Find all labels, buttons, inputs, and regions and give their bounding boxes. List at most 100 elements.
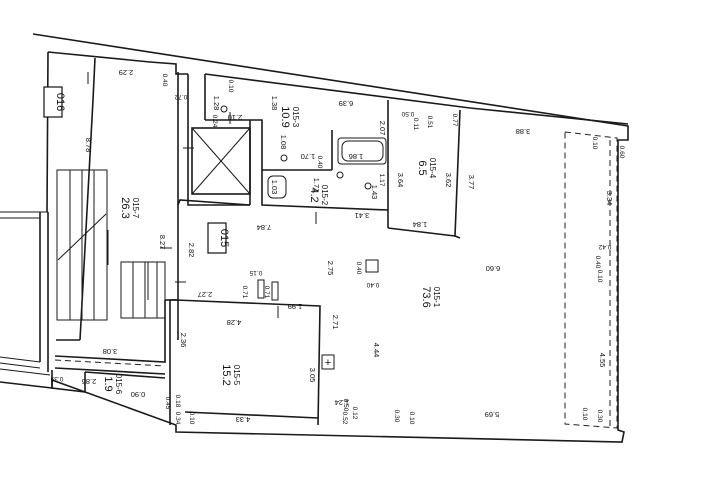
room-label-015-6: 015-6 1.9 bbox=[102, 374, 123, 395]
offset-mark: 0.34 bbox=[174, 412, 181, 425]
dimension-label: 1.99 bbox=[288, 302, 303, 311]
dimension-label: 2.86 bbox=[82, 377, 97, 386]
room-area: 4.2 bbox=[308, 187, 320, 202]
offset-mark: 0.10 bbox=[581, 408, 588, 421]
dimension-label: 1.08 bbox=[279, 135, 288, 150]
room-id: 015-5 bbox=[232, 365, 241, 386]
offset-mark: 0.10 bbox=[408, 412, 415, 425]
dimension-label: 3.88 bbox=[516, 127, 531, 136]
offset-mark: 0.40 bbox=[366, 281, 379, 288]
dimension-label: 2.10 bbox=[228, 113, 243, 122]
offset-mark: 0.12 bbox=[351, 407, 358, 420]
room-area: 6.5 bbox=[416, 160, 428, 175]
room-label-015-5: 015-5 15.2 bbox=[220, 364, 241, 385]
dimension-label: 2.27 bbox=[198, 290, 213, 299]
offset-mark: 0.15 bbox=[249, 269, 262, 276]
zone-label-015: 015 bbox=[218, 229, 230, 247]
room-area: 26.3 bbox=[119, 197, 131, 218]
dimension-label: 4.44 bbox=[372, 343, 381, 358]
offset-mark: 0.24 bbox=[211, 115, 218, 128]
zone-label-016: 016 bbox=[54, 93, 66, 111]
room-area: 15.2 bbox=[220, 364, 232, 385]
offset-mark: 0.18 bbox=[174, 395, 181, 408]
room-label-015-4: 015-4 6.5 bbox=[416, 158, 437, 179]
offset-mark: 0.30 bbox=[393, 410, 400, 423]
offset-mark: 0.30 bbox=[596, 410, 603, 423]
room-id: 015-1 bbox=[432, 287, 441, 308]
dimension-label: 6.39 bbox=[339, 99, 354, 108]
offset-mark: 0.50 bbox=[401, 110, 414, 117]
dimension-label: 8.27 bbox=[158, 235, 167, 250]
dimension-label: 2.75 bbox=[326, 261, 335, 276]
dimension-label: 1.38 bbox=[270, 96, 279, 111]
staircase bbox=[56, 169, 166, 321]
dimension-label: 3.62 bbox=[444, 173, 453, 188]
dimension-label: 3.77 bbox=[467, 175, 476, 190]
offset-marks: 0.40 0.72 0.24 0.10 0.40 0.11 0.50 0.51 … bbox=[161, 74, 625, 425]
room-label-015-7: 015-7 26.3 bbox=[119, 197, 140, 218]
dimension-label: 1.86 bbox=[349, 152, 364, 161]
room-area: 1.9 bbox=[102, 376, 114, 391]
offset-mark: 0.71 bbox=[241, 286, 248, 299]
room-label-015-3: 015-3 10.9 bbox=[279, 106, 300, 127]
room-area: 73.6 bbox=[420, 286, 432, 307]
dimension-label: 1.71 bbox=[312, 178, 321, 193]
offset-mark: 0.40 bbox=[161, 74, 168, 87]
dimension-label: 1.43 bbox=[370, 185, 379, 200]
offset-mark: 0.60 bbox=[618, 146, 625, 159]
dimension-label: 1.24 bbox=[335, 398, 350, 407]
dimension-label: 2.71 bbox=[331, 315, 340, 330]
room-id: 015-3 bbox=[291, 107, 300, 128]
offset-mark: 0.71 bbox=[263, 286, 270, 299]
interior-walls: + bbox=[47, 57, 461, 426]
dimension-label: 2.36 bbox=[179, 333, 188, 348]
dimension-label: 7.84 bbox=[257, 223, 272, 232]
room-area: 10.9 bbox=[279, 106, 291, 127]
dimension-label: 1.84 bbox=[413, 220, 428, 229]
dimension-label: 0.90 bbox=[131, 390, 146, 399]
offset-mark: 0.51 bbox=[426, 116, 433, 129]
dimension-label: 2.82 bbox=[187, 243, 196, 258]
dimension-label: 4.33 bbox=[236, 415, 251, 424]
room-id: 015-2 bbox=[320, 185, 329, 206]
dimension-label: 6.60 bbox=[486, 264, 501, 273]
offset-mark: 0.10 bbox=[596, 270, 603, 283]
offset-mark: 0.10 bbox=[591, 137, 598, 150]
door-marks bbox=[87, 72, 372, 318]
offset-mark: 0.77 bbox=[451, 114, 458, 127]
dimension-label: 3.34 bbox=[605, 191, 614, 206]
dimension-label: 3.05 bbox=[308, 368, 317, 383]
dimension-label: 1.70 bbox=[301, 152, 316, 161]
dimension-label: 1.28 bbox=[212, 96, 221, 111]
svg-text:+: + bbox=[325, 357, 331, 369]
dimension-labels: 2.29 8.78 8.27 2.82 3.08 2.86 0.90 0.39 … bbox=[50, 68, 614, 424]
room-id: 015-6 bbox=[114, 374, 123, 395]
offset-mark: 0.52 bbox=[341, 412, 348, 425]
offset-mark: 0.42 bbox=[598, 243, 611, 250]
dimension-label: 8.78 bbox=[84, 138, 93, 153]
zone-tag-016: 016 bbox=[43, 86, 66, 118]
room-id: 015-7 bbox=[131, 198, 140, 219]
dimension-label: 4.28 bbox=[227, 318, 242, 327]
dimension-label: 4.55 bbox=[598, 353, 607, 368]
dimension-label: 2.07 bbox=[378, 121, 387, 136]
offset-mark: 0.11 bbox=[412, 118, 419, 131]
dimension-label: 0.39 bbox=[50, 375, 63, 382]
offset-mark: 0.50 bbox=[342, 399, 349, 412]
offset-mark: 0.40 bbox=[316, 156, 323, 169]
offset-mark: 0.40 bbox=[355, 262, 362, 275]
dimension-label: 3.64 bbox=[396, 173, 405, 188]
offset-mark: 0.72 bbox=[174, 93, 187, 100]
room-label-015-1: 015-1 73.6 bbox=[420, 286, 441, 307]
zone-tag-015: 015 bbox=[207, 222, 230, 254]
dimension-label: 1.03 bbox=[270, 180, 279, 195]
dimension-label: 5.69 bbox=[485, 410, 500, 419]
room-label-015-2: 015-2 4.2 bbox=[308, 185, 329, 206]
dimension-label: 2.29 bbox=[119, 68, 134, 77]
room-id: 015-4 bbox=[428, 158, 437, 179]
offset-mark: 0.10 bbox=[227, 80, 234, 93]
dimension-label: 3.08 bbox=[103, 347, 118, 356]
offset-mark: 0.45 bbox=[164, 397, 171, 410]
offset-mark: 0.10 bbox=[188, 412, 195, 425]
